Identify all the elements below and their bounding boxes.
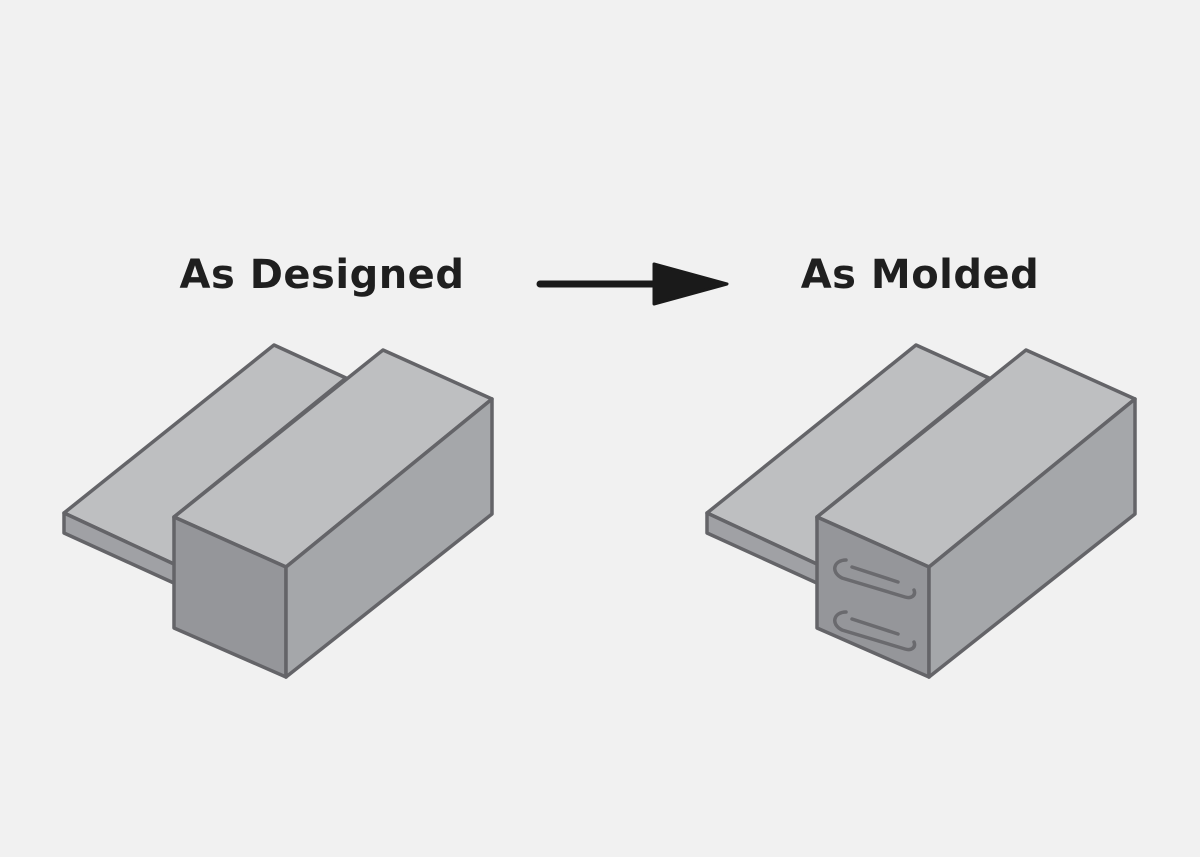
as-molded-label: As Molded: [801, 252, 1040, 298]
sink-mark-lower: [833, 610, 917, 652]
block-side-face: [284, 397, 494, 679]
sink-mark-upper-inner: [850, 565, 900, 584]
sink-mark-lower-inner: [850, 617, 900, 636]
molded-part: [705, 343, 1137, 679]
designed-part: [62, 343, 494, 679]
as-designed-label: As Designed: [180, 252, 465, 298]
block-side-face: [927, 397, 1137, 679]
sink-mark-upper: [833, 558, 917, 600]
sink-marks: [833, 558, 917, 652]
arrow-right-icon: [536, 262, 729, 306]
